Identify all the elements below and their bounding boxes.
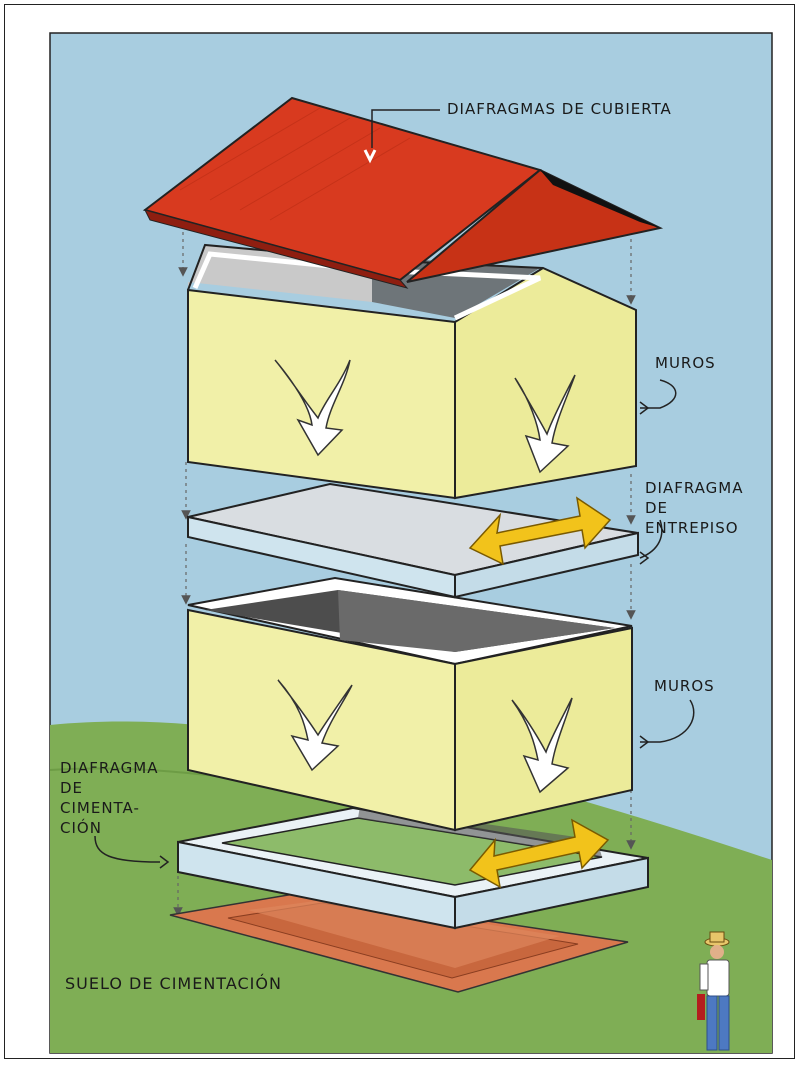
foundation-diaphragm-label-line1: DIAFRAGMA [60, 760, 159, 777]
foundation-diaphragm-label-line2: DE [60, 780, 83, 797]
floor-diaphragm-label-line2: DE [645, 500, 668, 517]
floor-diaphragm-label-line3: ENTREPISO [645, 520, 739, 537]
upper-walls-label: MUROS [655, 355, 716, 372]
foundation-diaphragm-label-line4: CIÓN [60, 820, 102, 837]
foundation-diaphragm-label-line3: CIMENTA- [60, 800, 140, 817]
upper-walls [188, 245, 636, 498]
soil-label: SUELO DE CIMENTACIÓN [65, 975, 282, 992]
lower-walls-label: MUROS [654, 678, 715, 695]
floor-diaphragm-label-line1: DIAFRAGMA [645, 480, 744, 497]
roof-diaphragm-label: DIAFRAGMAS DE CUBIERTA [447, 101, 672, 118]
